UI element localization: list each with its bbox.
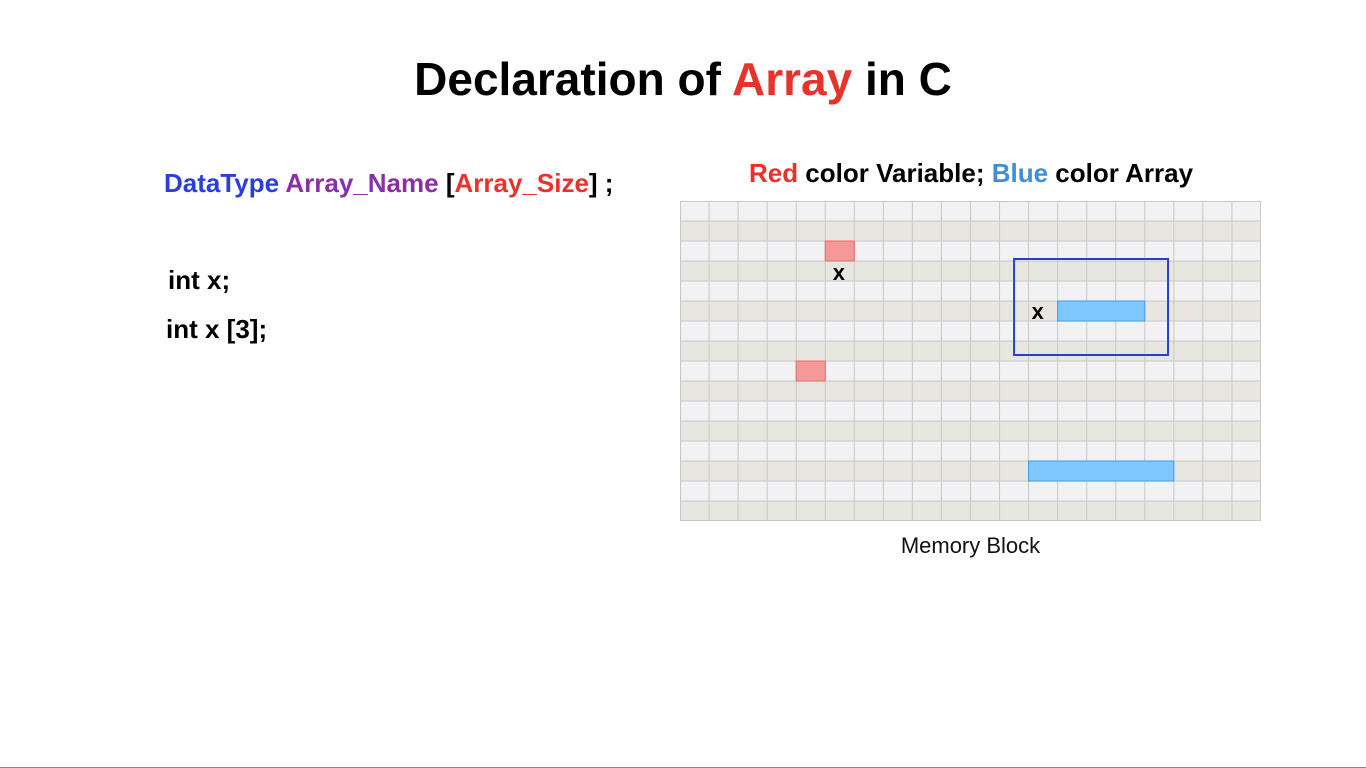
legend-blue-text: color Array [1048, 158, 1194, 188]
color-legend: Red color Variable; Blue color Array [680, 158, 1262, 189]
syntax-close-bracket: ] ; [588, 168, 614, 198]
syntax-array-size: Array_Size [454, 168, 589, 198]
code-line-array: int x [3]; [166, 314, 268, 344]
syntax-open-bracket: [ [445, 168, 455, 198]
legend-blue-word: Blue [991, 158, 1049, 188]
variable-memory-cell [795, 360, 826, 382]
title-prefix: Declaration of [414, 53, 732, 105]
legend-red-word: Red [748, 158, 799, 188]
variable-x-label: x [833, 260, 846, 285]
legend-red-text: color Variable; [798, 158, 992, 188]
array-syntax: DataType Array_Name [Array_Size] ; [164, 168, 613, 199]
variable-memory-cell [824, 240, 855, 262]
array-memory-block [1057, 300, 1146, 322]
slide-title: Declaration of Array in C [0, 52, 1366, 106]
array-outline-box [1013, 258, 1170, 356]
array-memory-block [1028, 460, 1175, 482]
title-highlight: Array [731, 53, 853, 105]
array-x-label: x [1032, 299, 1045, 324]
memory-block: x x [680, 201, 1261, 521]
code-line-variable: int x; [168, 265, 231, 295]
syntax-array-name: Array_Name [285, 168, 439, 198]
memory-grid: x x [680, 201, 1261, 521]
memory-block-caption: Memory Block [900, 533, 1041, 558]
syntax-datatype: DataType [164, 168, 280, 198]
title-suffix: in C [852, 53, 952, 105]
